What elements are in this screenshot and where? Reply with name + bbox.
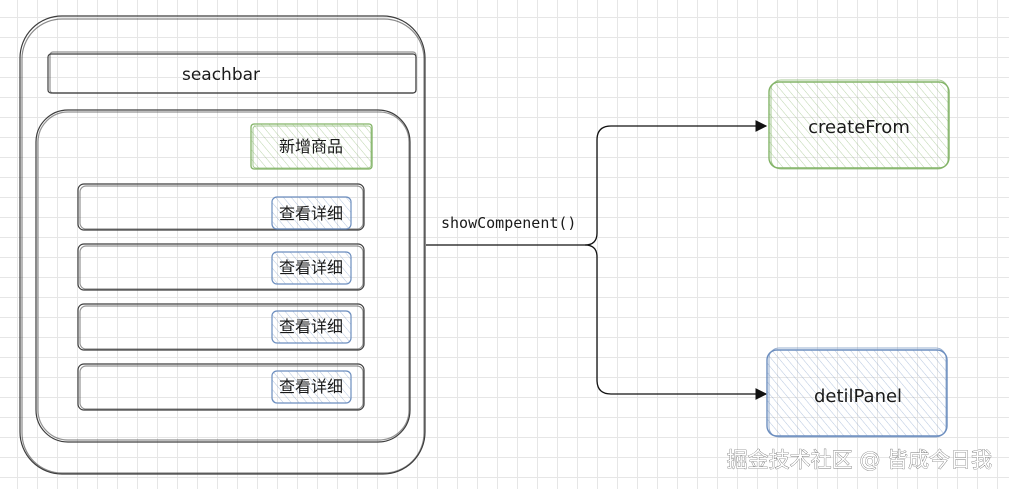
list-item <box>77 363 365 411</box>
create-form-box[interactable]: createFrom <box>768 79 950 170</box>
connector-arrows <box>426 120 768 400</box>
view-detail-button[interactable]: 查看详细 <box>271 251 352 285</box>
view-detail-button[interactable]: 查看详细 <box>271 310 352 344</box>
view-detail-label: 查看详细 <box>279 258 343 277</box>
create-form-label: createFrom <box>808 117 910 138</box>
connector-lower-branch <box>584 244 768 400</box>
list-item <box>77 243 365 291</box>
view-detail-label: 查看详细 <box>279 317 343 336</box>
detail-panel-box[interactable]: detilPanel <box>766 347 948 438</box>
connector-label: showCompenent() <box>441 214 576 232</box>
watermark: 掘金技术社区 @ 皆成今日我 <box>727 448 992 472</box>
search-bar[interactable]: seachbar <box>47 51 417 94</box>
list-item <box>77 183 365 231</box>
view-detail-label: 查看详细 <box>279 377 343 396</box>
search-bar-label: seachbar <box>182 65 260 85</box>
view-detail-button[interactable]: 查看详细 <box>271 196 352 230</box>
outer-container <box>19 15 426 475</box>
add-product-label: 新增商品 <box>279 137 343 156</box>
connector-stem <box>426 232 598 246</box>
connector-upper-branch <box>596 120 768 233</box>
add-product-button[interactable]: 新增商品 <box>250 123 373 170</box>
view-detail-button[interactable]: 查看详细 <box>271 370 352 404</box>
list-container <box>35 109 411 443</box>
view-detail-label: 查看详细 <box>279 204 343 223</box>
list-item <box>77 303 365 351</box>
detail-panel-label: detilPanel <box>814 386 902 407</box>
